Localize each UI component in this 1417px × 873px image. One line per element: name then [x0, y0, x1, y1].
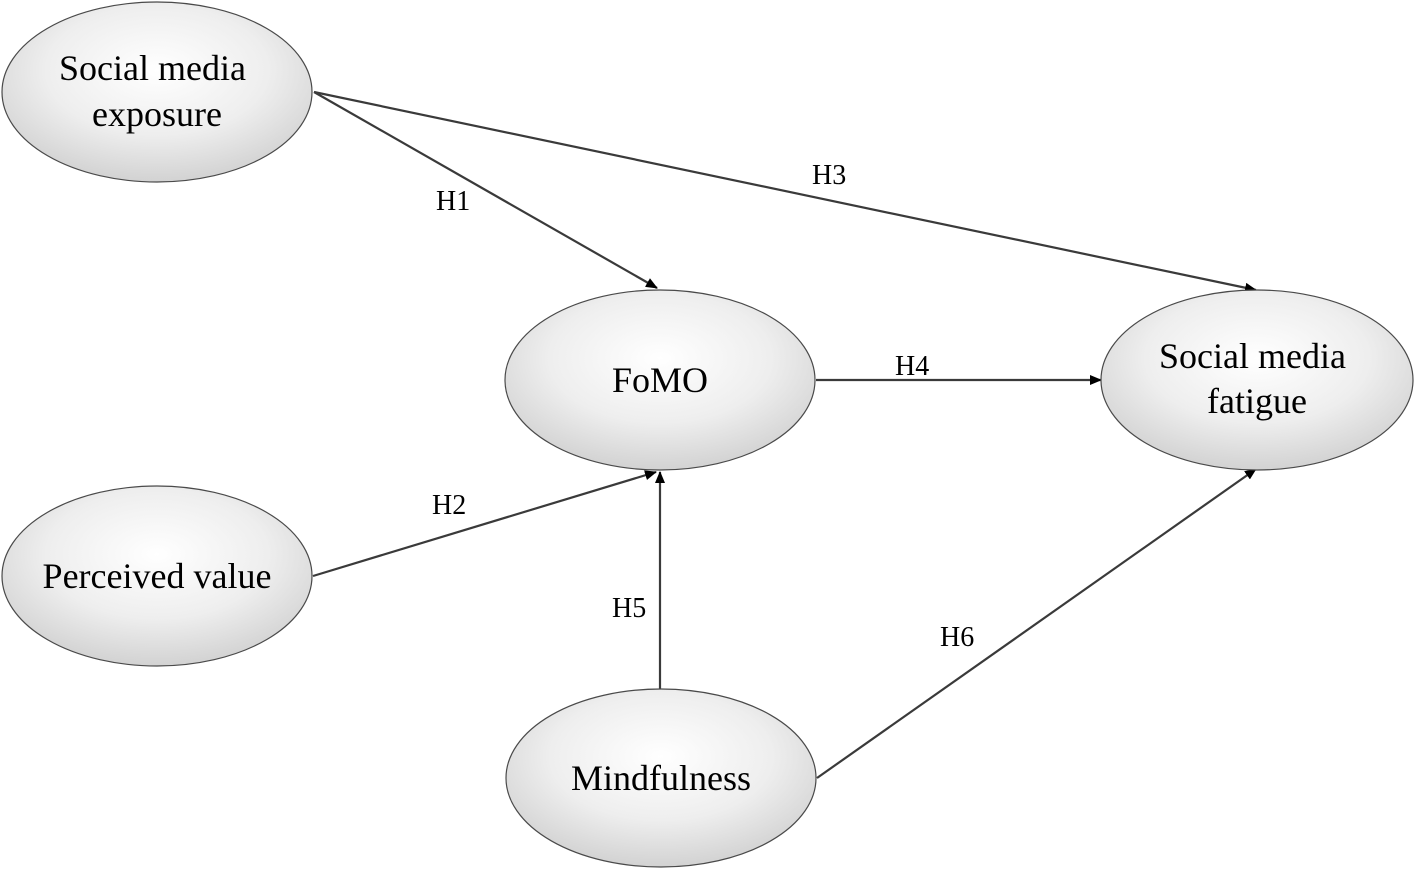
edge-h2-arrow — [312, 470, 657, 578]
edge-label-h2: H2 — [432, 490, 466, 521]
edge-h6-arrow — [816, 468, 1257, 779]
edge-label-h3: H3 — [812, 160, 846, 191]
node-label-line-2: exposure — [92, 94, 222, 134]
node-label: FoMO — [612, 360, 708, 400]
node-shape — [1, 485, 313, 667]
edge-label-h1: H1 — [436, 186, 470, 217]
node-perceived-value: Perceived value — [1, 485, 313, 667]
node-label-line-2: fatigue — [1207, 381, 1307, 421]
node-social-media-fatigue: Social media fatigue — [1100, 289, 1414, 471]
node-fomo: FoMO — [504, 289, 816, 471]
node-social-media-exposure: Social media exposure — [1, 1, 313, 183]
node-label-line-1: Social media — [1159, 336, 1346, 376]
edge-label-h5: H5 — [612, 593, 646, 624]
node-label-line-1: FoMO — [612, 360, 708, 400]
edge-labels: H1 H3 H4 H2 H5 H6 — [432, 160, 974, 653]
node-label: Mindfulness — [571, 758, 751, 798]
node-label: Perceived value — [43, 556, 272, 596]
edge-label-h6: H6 — [940, 622, 974, 653]
node-shape — [1, 1, 313, 183]
edge-h1-arrow — [313, 91, 658, 289]
edge-h3-arrow — [313, 90, 1257, 293]
node-label-line-1: Mindfulness — [571, 758, 751, 798]
node-label-line-1: Perceived value — [43, 556, 272, 596]
node-shape — [1100, 289, 1414, 471]
node-shape — [504, 289, 816, 471]
node-shape — [505, 688, 817, 868]
node-mindfulness: Mindfulness — [505, 688, 817, 868]
edge-label-h4: H4 — [895, 351, 929, 382]
node-label: Social media exposure — [59, 48, 255, 134]
node-label: Social media fatigue — [1159, 336, 1355, 421]
node-label-line-1: Social media — [59, 48, 246, 88]
edges — [312, 90, 1257, 779]
